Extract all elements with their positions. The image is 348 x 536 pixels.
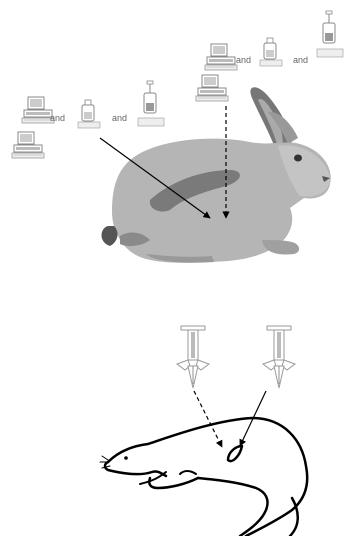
rabbit-silhouette	[101, 87, 331, 263]
icon-group-right: and and	[195, 10, 344, 102]
and-label: and	[50, 113, 65, 123]
computer-icon	[11, 131, 45, 159]
computer-icon	[204, 43, 238, 71]
and-label: and	[236, 55, 251, 65]
syringe-icon	[262, 325, 296, 389]
infusion-drip-icon	[143, 80, 157, 114]
and-label: and	[112, 113, 127, 123]
syringe-icon	[176, 325, 210, 389]
solid-arrow-rabbit	[99, 137, 211, 219]
dashed-arrow-rat	[193, 390, 223, 448]
and-label: and	[293, 55, 308, 65]
computer-icon	[195, 74, 229, 102]
flask-icon	[81, 99, 95, 122]
infusion-drip-icon	[322, 10, 336, 44]
flask-icon	[263, 37, 277, 60]
icon-group-left: and and	[11, 80, 165, 159]
rat-outline	[99, 416, 309, 536]
